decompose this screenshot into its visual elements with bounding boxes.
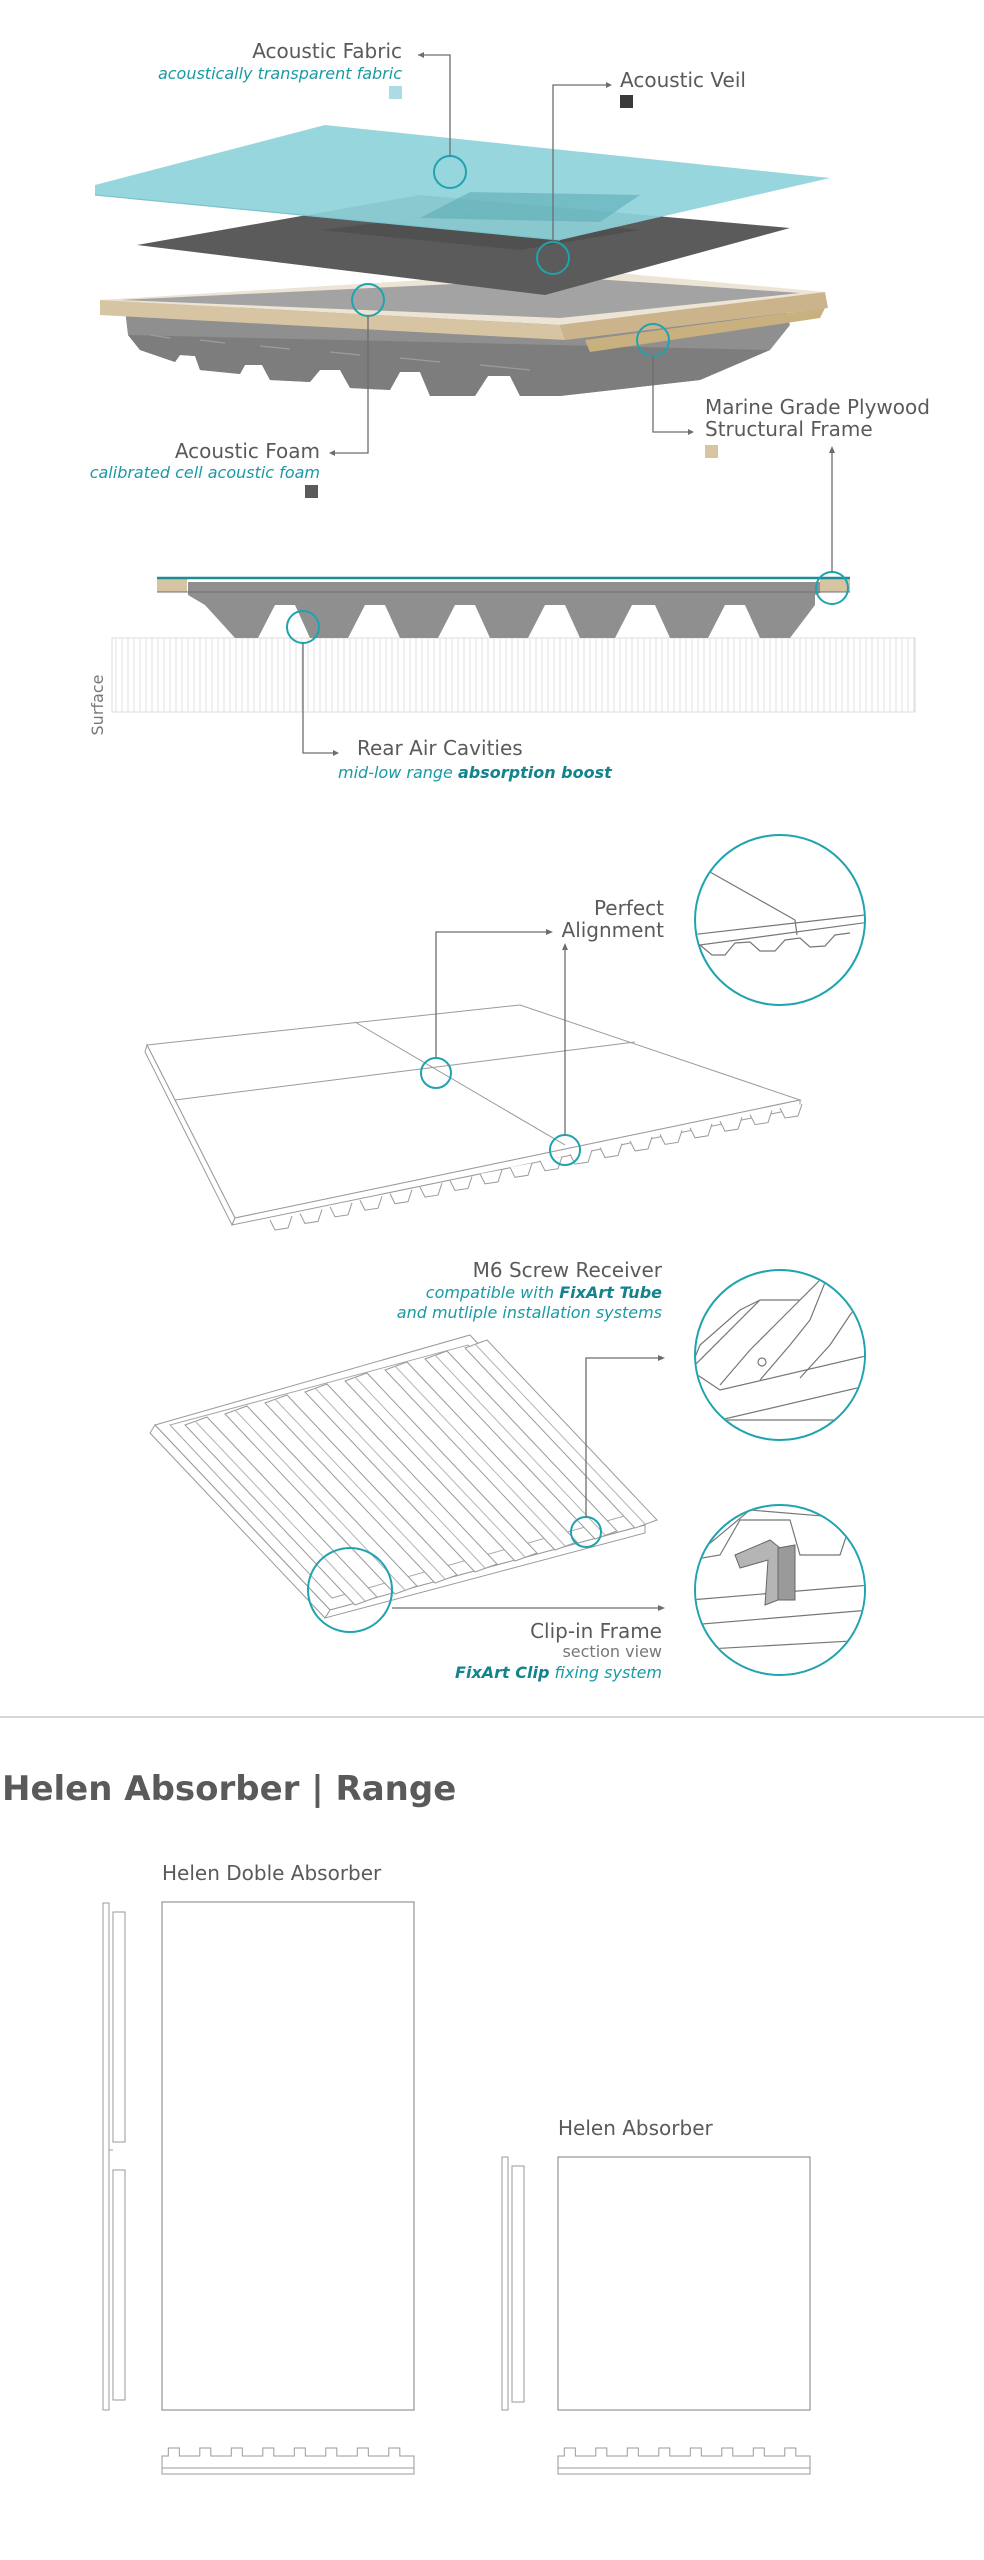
receiver-label: M6 Screw Receiver xyxy=(473,1258,663,1282)
clip-label: Clip-in Frame xyxy=(530,1619,662,1643)
profile-teeth xyxy=(557,2447,811,2468)
alignment-label-2: Alignment xyxy=(562,918,665,942)
clip-sublabel: section view xyxy=(562,1642,662,1661)
cavities-sublabel: mid-low range absorption boost xyxy=(338,763,613,782)
rib-edge xyxy=(354,1376,526,1558)
alignment-tooth xyxy=(269,1215,293,1231)
profile-teeth xyxy=(161,2447,415,2468)
veil-swatch xyxy=(620,95,633,108)
range-section: Helen Absorber | Range Helen Doble Absor… xyxy=(2,1769,811,2475)
rib-edge xyxy=(394,1365,566,1547)
doble-front-view xyxy=(161,1901,415,2411)
receiver-sublabel-2: and mutliple installation systems xyxy=(397,1303,662,1322)
frame-label-2: Structural Frame xyxy=(705,417,873,441)
single-front-view xyxy=(557,2156,811,2411)
foam-label: Acoustic Foam xyxy=(175,439,320,463)
rib-edge xyxy=(234,1409,406,1591)
alignment-tooth xyxy=(539,1156,563,1172)
doble-bottom-profile xyxy=(161,2447,415,2475)
alignment-tooth xyxy=(659,1130,683,1145)
clip-sublabel-2: FixArt Clip fixing system xyxy=(455,1663,662,1682)
single-title: Helen Absorber xyxy=(558,2116,713,2140)
rib-edge xyxy=(314,1387,486,1569)
rib-edge xyxy=(474,1343,646,1525)
panel-rib xyxy=(224,1405,418,1595)
panel-rib xyxy=(384,1361,578,1551)
profile-base xyxy=(161,2467,415,2475)
alignment-tooth xyxy=(689,1123,713,1139)
alignment-label-1: Perfect xyxy=(594,896,664,920)
alignment-tooth xyxy=(599,1143,623,1159)
alignment-view: Perfect Alignment xyxy=(144,834,866,1231)
receiver-detail xyxy=(694,1269,866,1441)
cavities-label: Rear Air Cavities xyxy=(357,736,523,760)
panel-rib xyxy=(344,1372,538,1562)
panel-ribs xyxy=(184,1339,658,1606)
receiver-view: M6 Screw Receiver compatible with FixArt… xyxy=(149,1258,866,1682)
foam-sublabel: calibrated cell acoustic foam xyxy=(90,463,320,482)
surface-outline xyxy=(111,637,916,713)
alignment-teeth xyxy=(269,1103,803,1231)
alignment-tooth xyxy=(779,1103,803,1119)
panel-rib xyxy=(264,1394,458,1584)
alignment-tooth xyxy=(449,1176,473,1192)
clip-ring xyxy=(307,1547,393,1633)
alignment-tooth xyxy=(359,1196,383,1211)
profile-base xyxy=(557,2467,811,2475)
alignment-tooth xyxy=(509,1163,533,1178)
clip-detail xyxy=(694,1504,866,1676)
rib-edge xyxy=(274,1398,446,1580)
fabric-label: Acoustic Fabric xyxy=(252,39,402,63)
doble-title: Helen Doble Absorber xyxy=(162,1861,382,1885)
section-plywood-left xyxy=(157,578,187,592)
fabric-sublabel: acoustically transparent fabric xyxy=(158,64,402,83)
surface-wall xyxy=(111,637,916,713)
alignment-tooth xyxy=(329,1202,353,1218)
alignment-tooth xyxy=(719,1117,743,1132)
section-plywood-right xyxy=(820,578,850,592)
section-foam xyxy=(188,582,822,638)
alignment-tooth xyxy=(479,1169,503,1185)
alignment-tooth xyxy=(629,1136,653,1152)
single-bottom-profile xyxy=(557,2447,811,2475)
panel-rib xyxy=(424,1350,618,1540)
exploded-view: Acoustic Fabric acoustically transparent… xyxy=(90,39,930,498)
alignment-detail xyxy=(694,834,866,1006)
frame-swatch xyxy=(705,445,718,458)
single-side-view xyxy=(501,2156,525,2411)
panel-rib xyxy=(184,1416,378,1606)
veil-label: Acoustic Veil xyxy=(620,68,746,92)
frame-label-1: Marine Grade Plywood xyxy=(705,395,930,419)
receiver-sublabel-1: compatible with FixArt Tube xyxy=(426,1283,662,1302)
doble-side-view xyxy=(102,1902,126,2411)
alignment-tooth xyxy=(419,1182,443,1198)
foam-swatch xyxy=(305,485,318,498)
surface-label: Surface xyxy=(88,675,107,736)
alignment-tooth xyxy=(299,1209,323,1224)
panel-rib xyxy=(304,1383,498,1573)
aligned-panels xyxy=(146,1004,802,1219)
rib-edge xyxy=(434,1354,606,1536)
alignment-tooth xyxy=(749,1110,773,1126)
range-title: Helen Absorber | Range xyxy=(2,1769,456,1809)
plywood-frame xyxy=(100,270,828,352)
rib-edge xyxy=(194,1420,366,1602)
section-view: Surface Rear Air Cavities mid-low range … xyxy=(88,446,916,782)
fabric-swatch xyxy=(389,86,402,99)
alignment-tooth xyxy=(389,1189,413,1205)
panel-rib xyxy=(464,1339,658,1529)
